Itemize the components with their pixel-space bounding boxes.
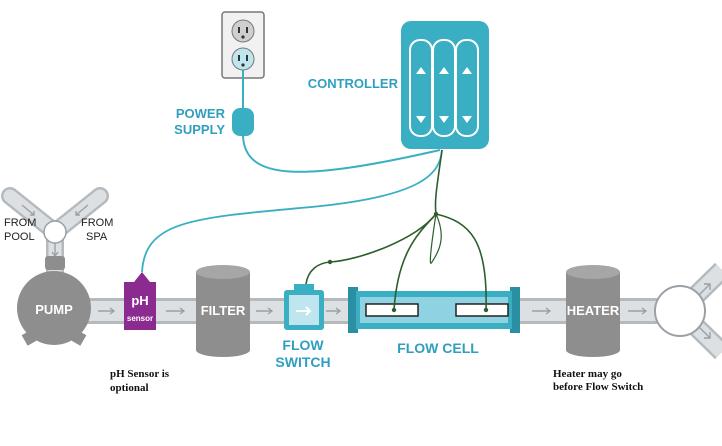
from-pool-label-line1: FROM	[4, 217, 36, 229]
ph-sensor-label-sensor: sensor	[127, 314, 153, 323]
controller-label: CONTROLLER	[308, 76, 399, 91]
flow-switch	[284, 284, 324, 330]
ph-optional-note-line1: pH Sensor is	[110, 368, 170, 380]
flow-cell	[348, 287, 520, 333]
from-spa-label-line2: SPA	[86, 231, 108, 243]
flow-cell-label: FLOW CELL	[397, 340, 479, 356]
pump: PUMP	[17, 256, 91, 346]
pump-label: PUMP	[35, 302, 73, 317]
power-supply-label-line1: POWER	[176, 106, 226, 121]
filter-label: FILTER	[201, 303, 246, 318]
controller: CONTROLLER	[308, 21, 489, 149]
wall-outlet	[221, 11, 265, 79]
outlet-valve	[654, 285, 706, 337]
heater: HEATER	[566, 265, 620, 357]
ph-sensor-label-ph: pH	[131, 293, 148, 308]
heater-label: HEATER	[567, 303, 620, 318]
heater-note-line1: Heater may go	[553, 368, 622, 380]
sensor-cables	[141, 149, 489, 313]
from-pool-label-line2: POOL	[4, 231, 35, 243]
flow-arrows	[21, 204, 711, 339]
ph-sensor: pH sensor	[124, 272, 156, 330]
ph-optional-note-line2: optional	[110, 382, 149, 394]
inlet-valve	[43, 220, 67, 244]
heater-note-line2: before Flow Switch	[553, 381, 643, 393]
power-supply: POWER SUPPLY	[174, 70, 441, 173]
filter: FILTER	[196, 265, 250, 357]
from-spa-label-line1: FROM	[81, 217, 113, 229]
flow-switch-label-line1: FLOW	[282, 337, 324, 353]
flow-switch-label-line2: SWITCH	[275, 354, 330, 370]
power-supply-label-line2: SUPPLY	[174, 122, 225, 137]
